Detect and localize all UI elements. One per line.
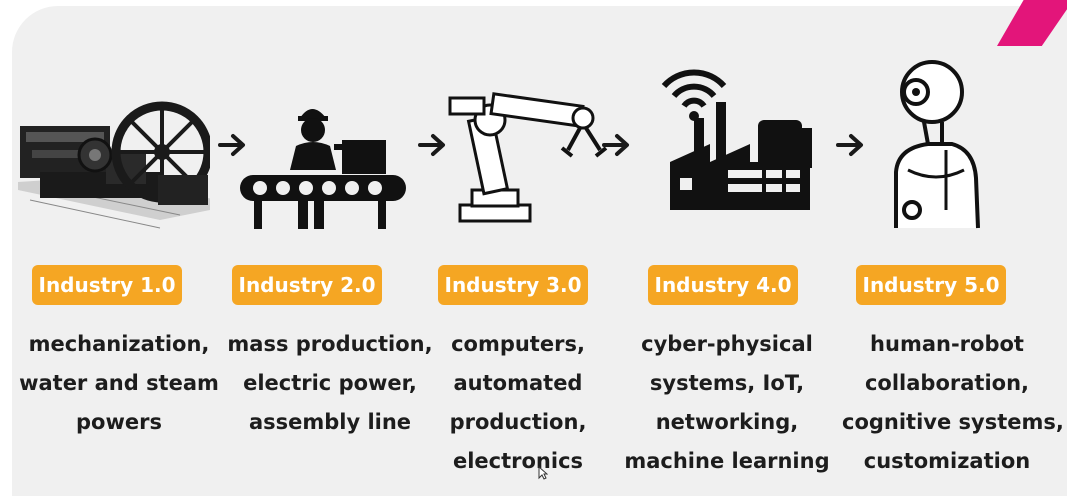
arrow-right-icon [602,134,629,156]
stage-label-industry-2: Industry 2.0 [232,265,382,305]
description-line: computers, [451,332,585,356]
arrow-right-icon [836,134,863,156]
description-line: water and steam [19,371,219,395]
description-line: production, [449,410,587,434]
stage-description-industry-4: cyber-physical systems, IoT, networking,… [622,325,832,481]
stage-label-industry-5: Industry 5.0 [856,265,1006,305]
humanoid-robot-icon [866,60,1066,240]
description-line: mass production, [227,332,433,356]
description-line: automated [453,371,583,395]
stage-label-industry-3: Industry 3.0 [438,265,588,305]
robot-arm-icon [440,60,640,240]
description-line: cognitive systems, [842,410,1064,434]
stage-label-industry-4: Industry 4.0 [648,265,798,305]
arrow-right-icon [218,134,245,156]
steam-engine-icon [10,60,210,240]
description-line: electric power, [243,371,417,395]
diagram-background [12,6,1067,496]
stage-description-industry-1: mechanization, water and steam powers [14,325,224,442]
description-line: machine learning [624,449,830,473]
description-line: systems, IoT, [649,371,805,395]
description-line: collaboration, [864,371,1030,395]
description-line: powers [76,410,162,434]
stage-description-industry-3: computers, automated production, electro… [413,325,623,481]
description-line: human-robot [870,332,1024,356]
description-line: mechanization, [28,332,210,356]
assembly-line-icon [230,60,430,240]
stage-label-industry-1: Industry 1.0 [32,265,182,305]
description-line: networking, [655,410,799,434]
description-line: cyber-physical [641,332,813,356]
description-line: assembly line [248,410,412,434]
smart-factory-icon [650,60,850,240]
arrow-right-icon [418,134,445,156]
description-line: customization [863,449,1031,473]
stage-description-industry-2: mass production, electric power, assembl… [225,325,435,442]
mouse-pointer-icon [538,466,548,480]
description-line: electronics [452,449,584,473]
stage-description-industry-5: human-robot collaboration, cognitive sys… [842,325,1064,481]
